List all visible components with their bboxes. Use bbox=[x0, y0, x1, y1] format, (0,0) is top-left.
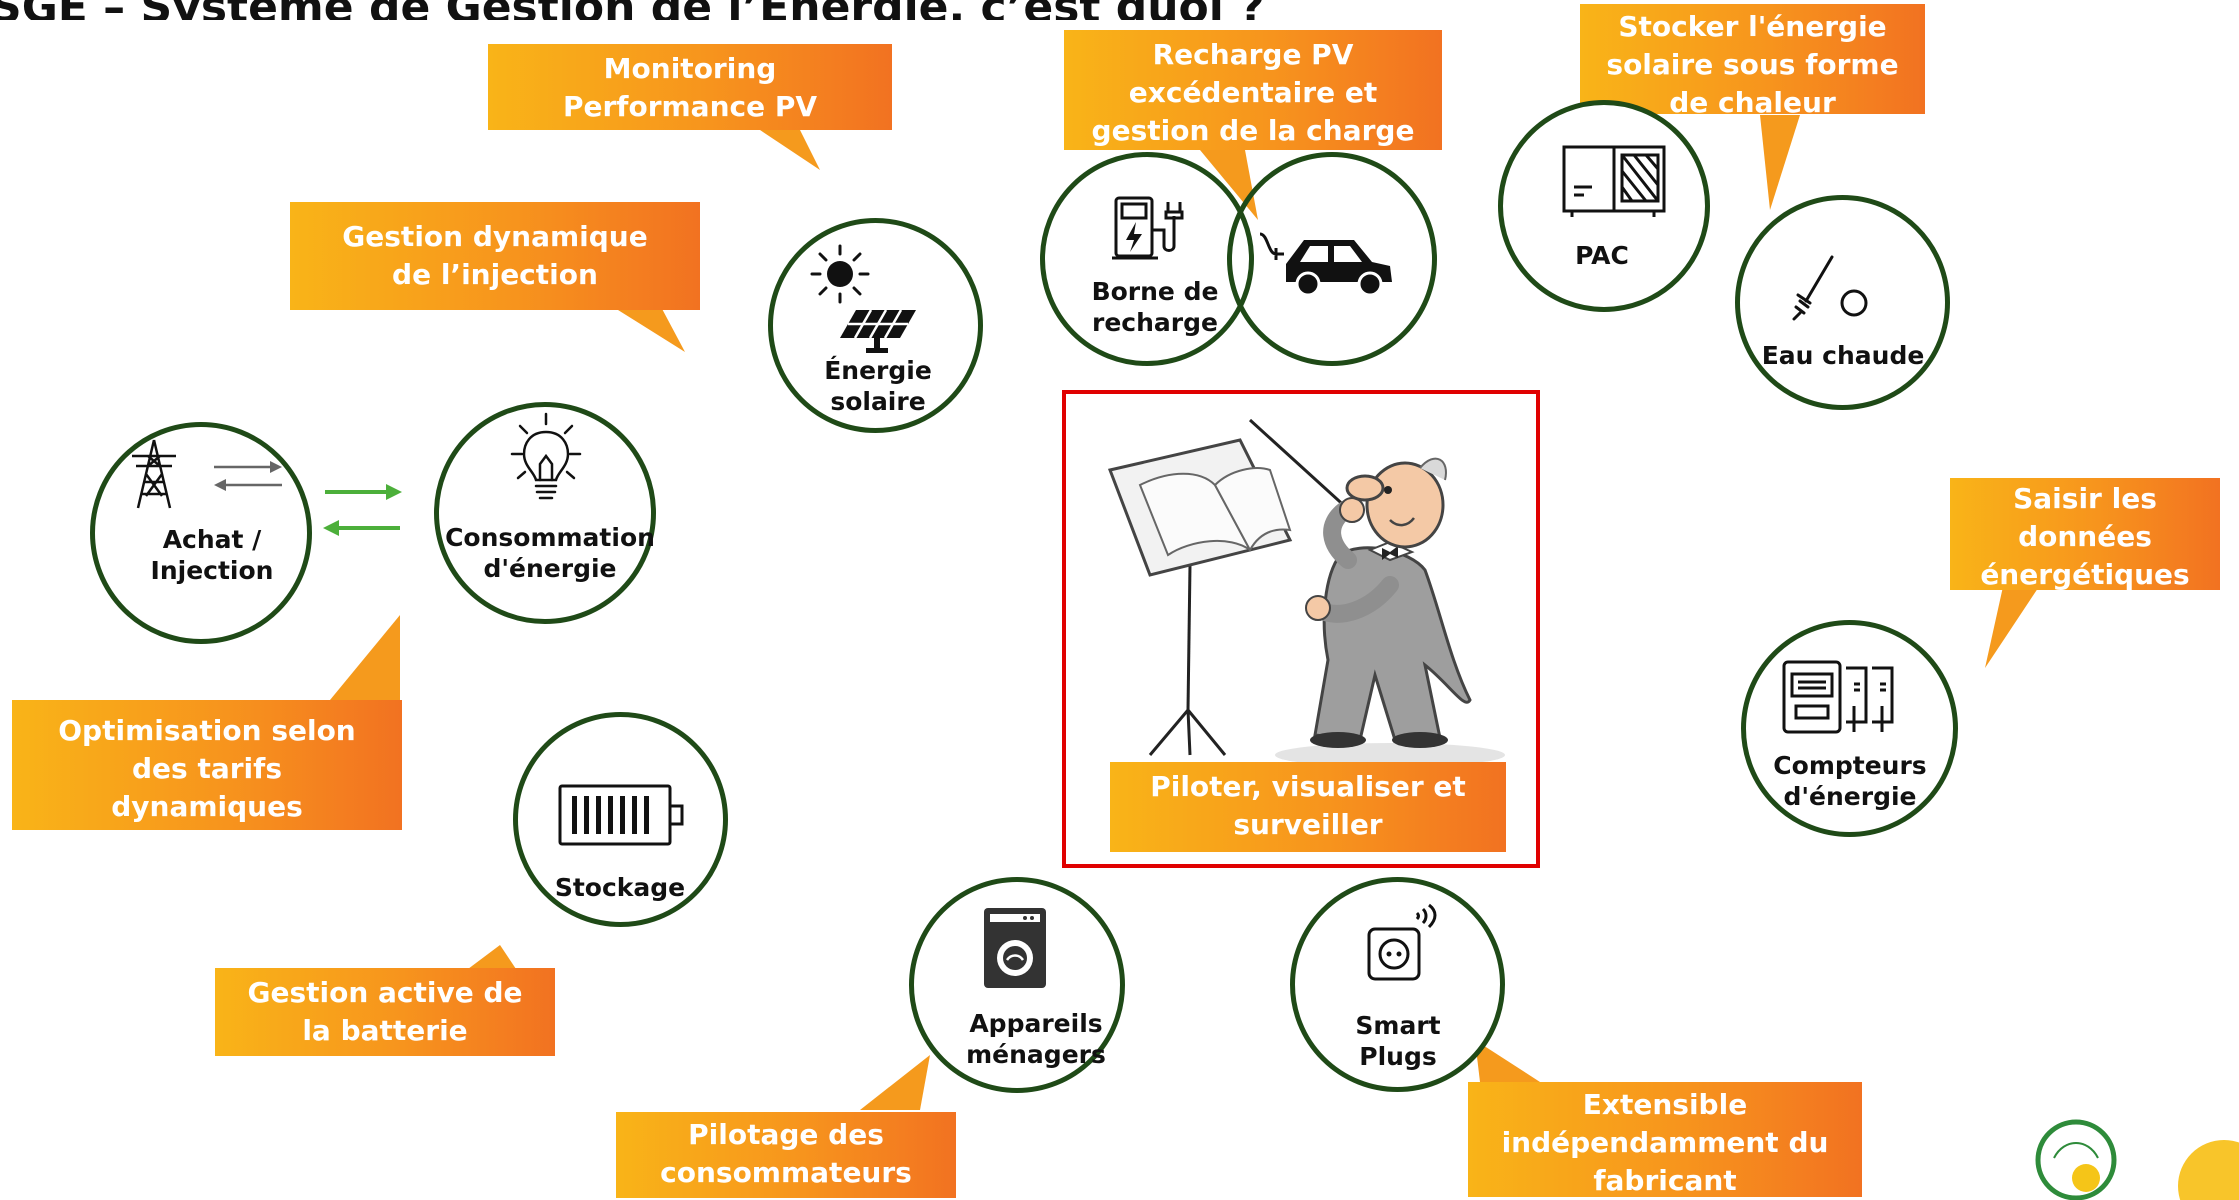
tail-pilotage bbox=[860, 1055, 930, 1110]
node-pac bbox=[1498, 100, 1710, 312]
battery-icon bbox=[558, 784, 684, 846]
label-achat-injection: Achat /Injection bbox=[150, 525, 274, 585]
ev-charger-icon bbox=[1112, 196, 1184, 260]
tail-extensible bbox=[1475, 1040, 1540, 1082]
sun-icon bbox=[810, 244, 870, 304]
car-icon bbox=[1259, 232, 1392, 297]
node-smart-plugs bbox=[1290, 877, 1505, 1092]
tail-batterie bbox=[460, 945, 520, 975]
conductor-illustration bbox=[1107, 418, 1505, 767]
tail-optimisation bbox=[330, 615, 400, 700]
label-pac: PAC bbox=[1575, 241, 1629, 270]
label-stockage: Stockage bbox=[554, 873, 686, 902]
node-compteurs bbox=[1741, 620, 1958, 837]
heat-pump-icon bbox=[1562, 145, 1666, 217]
solar-panel-icon bbox=[840, 309, 916, 353]
tail-stocker bbox=[1760, 115, 1800, 210]
smart-plug-icon bbox=[1367, 903, 1437, 981]
node-vehicule bbox=[1227, 152, 1437, 366]
node-achat-injection bbox=[90, 422, 312, 644]
node-consommation bbox=[434, 402, 656, 624]
page-title: SGE – Système de Gestion de l’Énergie, c… bbox=[0, 0, 1490, 20]
yellow-logo-fragment bbox=[2178, 1140, 2239, 1200]
energy-meter-icon bbox=[1782, 660, 1894, 734]
tail-injection bbox=[610, 305, 685, 352]
washing-machine-icon bbox=[984, 908, 1046, 988]
node-energie-solaire bbox=[768, 218, 983, 433]
exchange-arrows-icon bbox=[214, 461, 282, 491]
green-exchange-arrows bbox=[323, 484, 402, 536]
programme-seal-logo bbox=[2035, 1119, 2117, 1200]
light-bulb-icon bbox=[510, 412, 582, 500]
immersion-heater-icon bbox=[1792, 255, 1868, 321]
label-eau-chaude: Eau chaude bbox=[1761, 341, 1925, 370]
power-pylon-icon bbox=[132, 439, 176, 509]
tail-monitoring bbox=[760, 130, 820, 170]
